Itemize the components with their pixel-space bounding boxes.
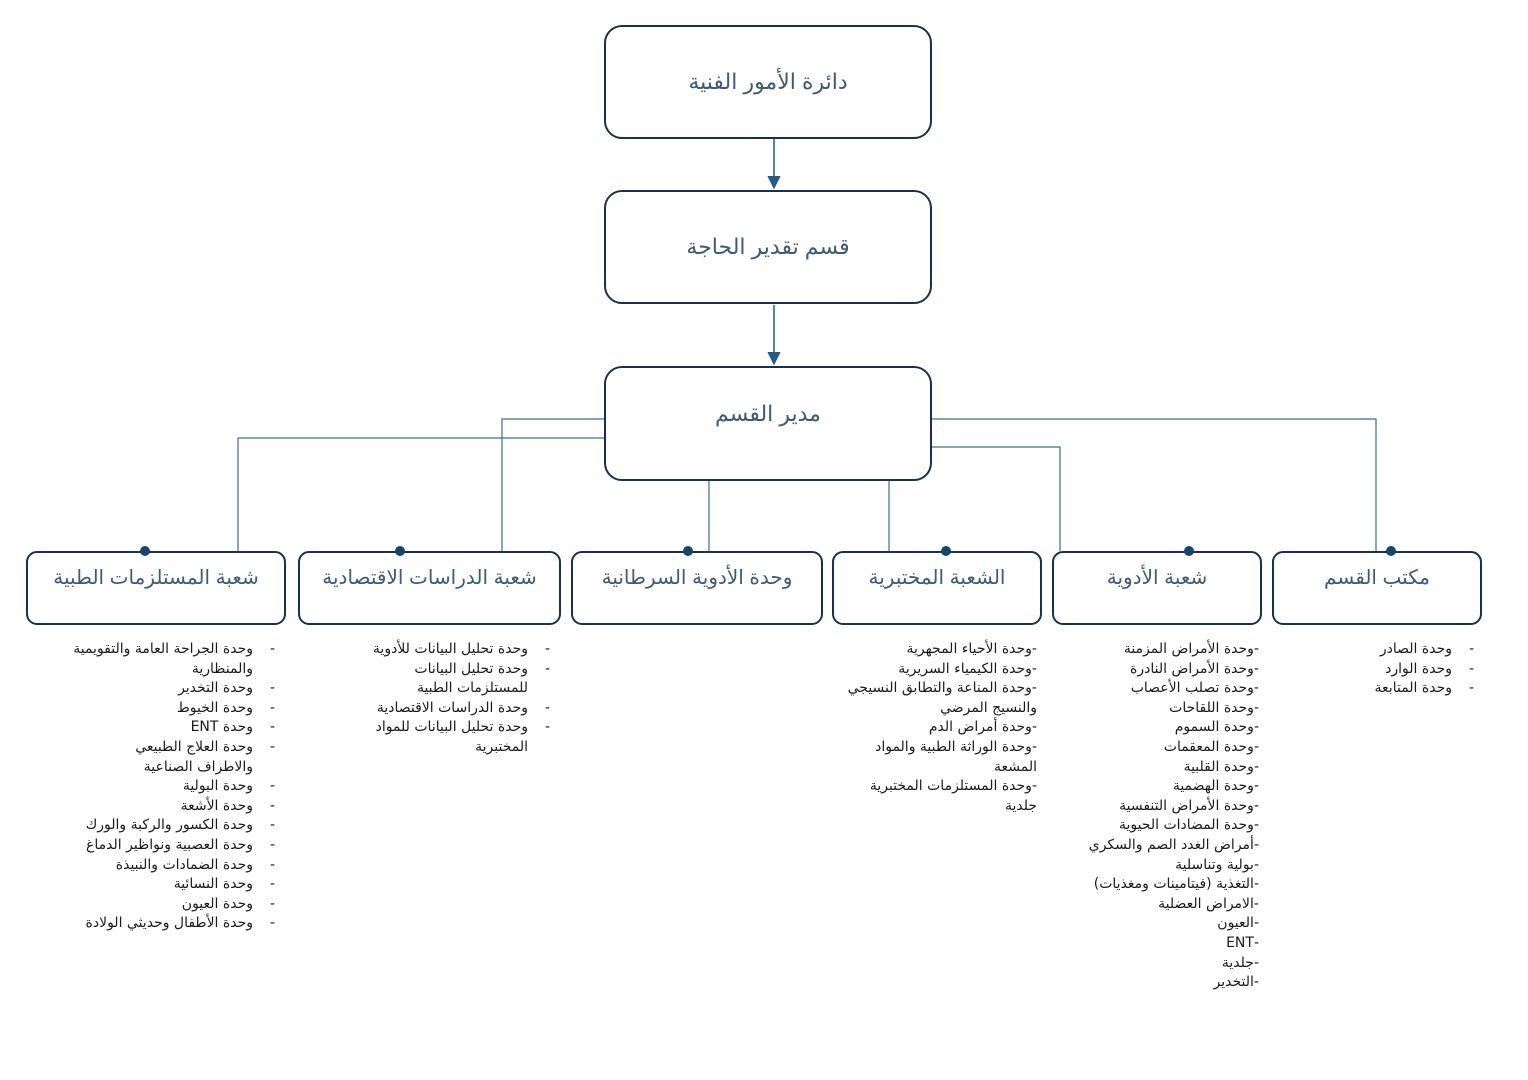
node-economic-studies-division[interactable]: شعبة الدراسات الاقتصادية	[298, 551, 561, 625]
unit-list-laboratory: -وحدة الأحياء المجهرية -وحدة الكيمياء ال…	[797, 640, 1037, 816]
node-section-manager[interactable]: مدير القسم	[604, 366, 932, 481]
unit-item: -وحدة الوراثة الطبية والمواد	[875, 738, 1037, 755]
unit-item: وحدة الصادر	[1278, 640, 1478, 660]
node-oncology-medicines-unit-label: وحدة الأدوية السرطانية	[601, 567, 793, 589]
connector-economics	[501, 418, 604, 551]
unit-item: -جلدية	[1221, 954, 1259, 971]
node-technical-affairs-directorate-label: دائرة الأمور الفنية	[688, 68, 848, 94]
unit-item: المشعة	[994, 758, 1037, 775]
node-needs-assessment-section-label: قسم تقدير الحاجة	[686, 233, 850, 259]
unit-item: وحدة العيون	[39, 895, 279, 915]
node-needs-assessment-section[interactable]: قسم تقدير الحاجة	[604, 190, 932, 304]
unit-item: -وحدة اللقاحات	[1169, 699, 1259, 716]
unit-item: -وحدة القلبية	[1183, 758, 1259, 775]
unit-item: وحدة الجراحة العامة والتقويمية والمنظاري…	[39, 640, 279, 679]
unit-item: -وحدة تصلب الأعصاب	[1130, 680, 1259, 697]
unit-item: وحدة الخيوط	[39, 699, 279, 719]
node-medicines-division-label: شعبة الأدوية	[1106, 567, 1208, 589]
unit-item: -بولية وتناسلية	[1175, 856, 1259, 873]
unit-item: -وحدة الكيمياء السريرية	[898, 660, 1037, 677]
unit-item: -وحدة أمراض الدم	[928, 719, 1037, 736]
unit-item: وحدة المتابعة	[1278, 679, 1478, 699]
unit-item: وحدة التخدير	[39, 679, 279, 699]
unit-item: -وحدة المستلزمات المختبرية	[869, 778, 1037, 795]
node-medicines-division[interactable]: شعبة الأدوية	[1052, 551, 1262, 625]
unit-item: وحدة الدراسات الاقتصادية	[344, 699, 554, 719]
unit-item: وحدة تحليل البيانات للأدوية	[344, 640, 554, 660]
node-oncology-medicines-unit[interactable]: وحدة الأدوية السرطانية	[571, 551, 823, 625]
unit-item: -وحدة المضادات الحيوية	[1118, 817, 1259, 834]
unit-item: -وحدة الأمراض النادرة	[1130, 660, 1259, 677]
unit-list-economic-studies: وحدة تحليل البيانات للأدوية وحدة تحليل ا…	[344, 640, 554, 758]
unit-item: وحدة البولية	[39, 777, 279, 797]
node-economic-studies-division-label: شعبة الدراسات الاقتصادية	[322, 567, 537, 589]
connector-medicines	[932, 446, 1061, 551]
unit-list-medicines: -وحدة الأمراض المزمنة -وحدة الأمراض النا…	[1019, 640, 1259, 993]
unit-item: -العيون	[1217, 915, 1259, 932]
unit-list-section-office: وحدة الصادر وحدة الوارد وحدة المتابعة	[1278, 640, 1478, 699]
unit-item: -وحدة المناعة والتطابق النسيجي	[847, 680, 1037, 697]
connector-supplies	[237, 437, 604, 551]
node-laboratory-division-label: الشعبة المختبرية	[868, 567, 1006, 589]
unit-item: وحدة العصبية ونواظير الدماغ	[39, 836, 279, 856]
unit-item: -وحدة الأحياء المجهرية	[906, 641, 1037, 657]
node-technical-affairs-directorate[interactable]: دائرة الأمور الفنية	[604, 25, 932, 139]
node-laboratory-division[interactable]: الشعبة المختبرية	[832, 551, 1042, 625]
unit-item: -ENT	[1226, 934, 1259, 951]
node-section-manager-label: مدير القسم	[715, 401, 821, 427]
unit-item: وحدة العلاج الطبيعي والاطراف الصناعية	[103, 738, 279, 777]
unit-item: وحدة الأطفال وحديثي الولادة	[39, 914, 279, 934]
node-section-office[interactable]: مكتب القسم	[1272, 551, 1482, 625]
node-medical-supplies-division[interactable]: شعبة المستلزمات الطبية	[26, 551, 286, 625]
unit-item: -التغذية (فيتامينات ومغذيات)	[1093, 876, 1259, 893]
unit-item: وحدة تحليل البيانات للمواد المختبرية	[368, 718, 554, 757]
unit-item: -وحدة المعقمات	[1163, 738, 1259, 755]
unit-item: -الامراض العضلية	[1158, 895, 1259, 912]
node-section-office-label: مكتب القسم	[1324, 567, 1430, 589]
node-medical-supplies-division-label: شعبة المستلزمات الطبية	[53, 567, 259, 589]
unit-item: جلدية	[1004, 797, 1037, 814]
unit-item: وحدة الضمادات والنبيذة	[39, 856, 279, 876]
unit-item: وحدة الكسور والركبة والورك	[39, 816, 279, 836]
unit-item: والنسيج المرضي	[940, 699, 1037, 716]
unit-item: -وحدة الهضمية	[1172, 778, 1259, 795]
unit-item: وحدة الوارد	[1278, 660, 1478, 680]
unit-item: وحدة ENT	[39, 718, 279, 738]
unit-item: -وحدة السموم	[1174, 719, 1259, 736]
unit-item: -وحدة الأمراض التنفسية	[1119, 797, 1259, 814]
unit-item: -التخدير	[1213, 974, 1259, 991]
connector-office	[932, 418, 1377, 551]
unit-item: وحدة النسائية	[39, 875, 279, 895]
unit-list-medical-supplies: وحدة الجراحة العامة والتقويمية والمنظاري…	[39, 640, 279, 934]
unit-item: وحدة الأشعة	[39, 797, 279, 817]
unit-item: وحدة تحليل البيانات للمستلزمات الطبية	[403, 660, 554, 699]
unit-item: -أمراض الغدد الصم والسكري	[1088, 836, 1259, 853]
unit-item: -وحدة الأمراض المزمنة	[1123, 641, 1259, 657]
